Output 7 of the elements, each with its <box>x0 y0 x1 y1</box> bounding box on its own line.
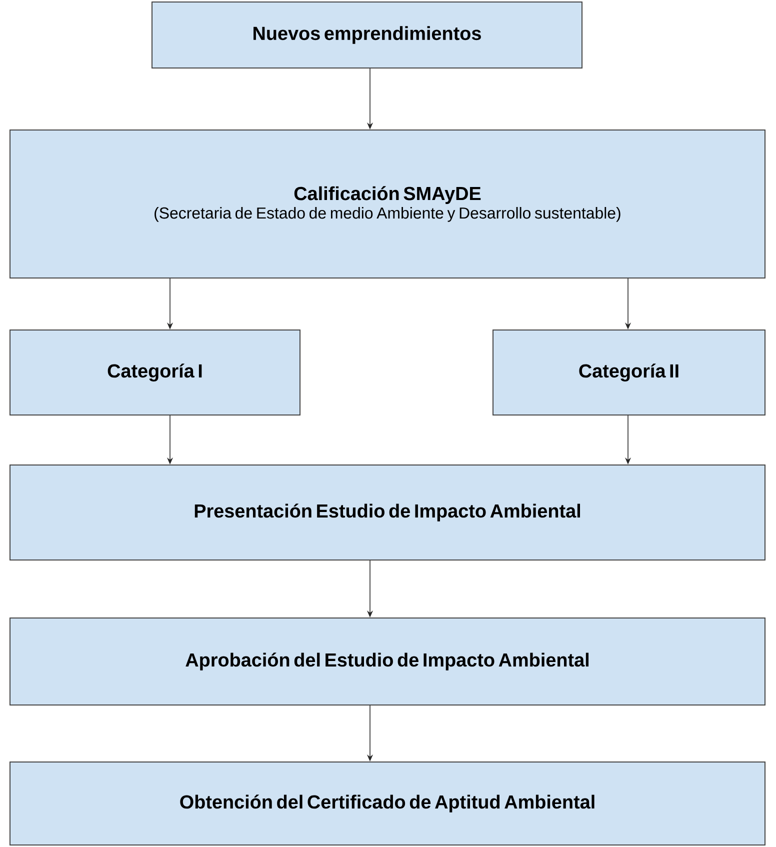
process-box: Obtención del Certificado de Aptitud Ambiental <box>10 762 766 846</box>
process-box: Categoría II <box>492 330 766 416</box>
process-box: Nuevos emprendimientos <box>152 2 582 68</box>
process-box: Categoría I <box>10 330 300 416</box>
process-box: Presentación Estudio de Impacto Ambiental <box>10 464 766 560</box>
process-box: Calificación SMAyDE (Secretaria de Estado de medio Ambiente y Desarrollo sustentable) <box>10 130 766 278</box>
process-box: Aprobación del Estudio de Impacto Ambiental <box>10 618 766 706</box>
